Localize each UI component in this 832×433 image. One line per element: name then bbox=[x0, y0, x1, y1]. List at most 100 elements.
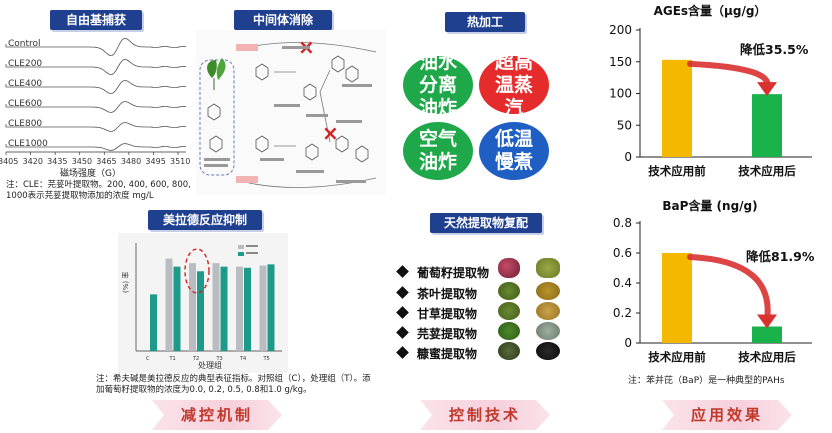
y-tick-label: 100 bbox=[609, 87, 632, 101]
grape-seed-powder-photo bbox=[536, 258, 560, 278]
maillard-category-label: T2 bbox=[192, 356, 199, 362]
epr-legend-label: CLE400 bbox=[8, 79, 42, 89]
x-category-label: 技术应用前 bbox=[648, 350, 706, 364]
y-tick-label: 0 bbox=[624, 150, 632, 164]
epr-tick-label: 3465 bbox=[96, 157, 116, 166]
decrease-arrow bbox=[687, 60, 771, 92]
effect-label-arrow: 应用效果 bbox=[662, 400, 792, 430]
maillard-y-axis-label: (%) 率 bbox=[121, 272, 130, 293]
tea-powder-photo bbox=[536, 282, 560, 300]
maillard-legend bbox=[238, 245, 258, 256]
molasses-photo bbox=[498, 342, 520, 360]
extract-item: 芫荽提取物 bbox=[396, 325, 477, 342]
thermal-processing-header: 热加工 bbox=[445, 12, 525, 32]
before-bar bbox=[662, 59, 692, 157]
licorice-photo bbox=[498, 302, 520, 320]
x-category-label: 技术应用后 bbox=[738, 350, 796, 364]
maillard-category-label: T5 bbox=[263, 356, 270, 362]
intermediate-elimination-header: 中间体消除 bbox=[234, 10, 332, 30]
epr-trace bbox=[5, 101, 187, 113]
after-bar bbox=[752, 326, 782, 343]
diamond-bullet-icon bbox=[396, 306, 409, 319]
maillard-bar bbox=[267, 264, 275, 351]
bap-note: 注：苯并芘（BaP）是一种典型的PAHs bbox=[628, 376, 785, 386]
maillard-x-axis-label: 处理组 bbox=[198, 360, 222, 370]
block-x-mark-bottom: × bbox=[322, 121, 339, 145]
extract-item: 糠蜜提取物 bbox=[396, 345, 477, 362]
method-air-frying: 空气油炸 bbox=[403, 122, 473, 180]
epr-x-axis-label: 磁场强度（G） bbox=[60, 167, 121, 179]
epr-tick-label: 3405 bbox=[0, 157, 18, 166]
maillard-bar bbox=[197, 271, 204, 351]
extract-item: 茶叶提取物 bbox=[396, 285, 477, 302]
maillard-bar bbox=[189, 263, 196, 351]
epr-tick-label: 3495 bbox=[145, 157, 165, 166]
chart-title: BaP含量 (ng/g) bbox=[662, 198, 757, 213]
reduction-annotation: 降低81.9% bbox=[746, 249, 815, 264]
epr-tick-label: 3420 bbox=[23, 157, 43, 166]
coriander-photo bbox=[498, 322, 520, 340]
epr-tick-label: 3480 bbox=[121, 157, 141, 166]
maillard-bar bbox=[236, 266, 243, 351]
epr-legend-label: CLE1000 bbox=[8, 139, 48, 149]
diamond-bullet-icon bbox=[396, 326, 409, 339]
maillard-bar bbox=[173, 266, 181, 351]
maillard-category-label: T1 bbox=[169, 356, 176, 362]
y-tick-label: 200 bbox=[609, 23, 632, 37]
method-uht-steam: 超高温蒸汽 bbox=[479, 51, 549, 119]
epr-trace bbox=[5, 59, 187, 75]
epr-tick-label: 3435 bbox=[47, 157, 67, 166]
radical-scavenging-header: 自由基捕获 bbox=[50, 10, 142, 30]
method-label: 超高温蒸汽 bbox=[494, 50, 533, 119]
diamond-bullet-icon bbox=[396, 265, 409, 278]
ages-bar-chart: AGEs含量（μg/g）050100150200技术应用前技术应用后降低35.5… bbox=[609, 3, 812, 178]
epr-legend-label: CLE200 bbox=[8, 59, 42, 69]
decrease-arrow bbox=[687, 254, 771, 324]
y-tick-label: 0.8 bbox=[613, 216, 632, 230]
chart-title: AGEs含量（μg/g） bbox=[654, 3, 767, 18]
x-category-label: 技术应用前 bbox=[648, 164, 706, 178]
y-tick-label: 0.4 bbox=[613, 276, 632, 290]
coriander-powder-photo bbox=[536, 322, 560, 340]
epr-tick-label: 3450 bbox=[72, 157, 92, 166]
molasses-powder-photo bbox=[536, 342, 560, 360]
plant-leaf-icon bbox=[207, 60, 217, 78]
maillard-bar bbox=[259, 265, 267, 351]
maillard-bar bbox=[150, 294, 157, 351]
method-label: 低温慢煮 bbox=[494, 128, 533, 173]
maillard-bar bbox=[244, 267, 251, 351]
mechanism-label-arrow: 减控机制 bbox=[152, 400, 282, 430]
y-tick-label: 0 bbox=[624, 336, 632, 350]
grape-seed-photo bbox=[498, 258, 520, 278]
bap-bar-chart: BaP含量 (ng/g)00.20.40.60.8技术应用前技术应用后降低81.… bbox=[613, 198, 815, 364]
x-category-label: 技术应用后 bbox=[738, 164, 796, 178]
method-label: 空气油炸 bbox=[418, 128, 457, 173]
epr-legend-label: Control bbox=[8, 39, 41, 49]
maillard-category-label: T4 bbox=[239, 356, 246, 362]
epr-trace bbox=[5, 80, 187, 94]
diamond-bullet-icon bbox=[396, 346, 409, 359]
epr-trace bbox=[5, 122, 187, 132]
maillard-bar bbox=[220, 266, 228, 351]
after-bar bbox=[752, 94, 782, 157]
reduction-annotation: 降低35.5% bbox=[740, 42, 809, 57]
epr-legend-label: CLE600 bbox=[8, 99, 42, 109]
extract-item: 葡萄籽提取物 bbox=[396, 264, 489, 281]
method-oil-water-frying: 油水分离油炸 bbox=[403, 51, 473, 119]
maillard-chart: (%) 率 C T1 T2 T3 T4 T5 处理组 bbox=[118, 233, 288, 373]
control-label-arrow: 控制技术 bbox=[420, 400, 550, 430]
y-tick-label: 150 bbox=[609, 55, 632, 69]
maillard-note: 注：希夫碱是美拉德反应的典型表征指标。对照组（C），处理组（T）。添加葡萄籽提取… bbox=[96, 374, 371, 395]
epr-trace bbox=[5, 37, 187, 57]
decrease-arrowhead bbox=[757, 314, 777, 329]
epr-spectrum-lines bbox=[5, 37, 187, 151]
licorice-powder-photo bbox=[536, 302, 560, 320]
maillard-category-label: C bbox=[146, 356, 150, 362]
intermediate-reaction-diagram: × × bbox=[196, 30, 386, 195]
y-tick-label: 0.2 bbox=[613, 306, 632, 320]
highlight-circle bbox=[184, 248, 210, 294]
maillard-category-label: T3 bbox=[216, 356, 223, 362]
